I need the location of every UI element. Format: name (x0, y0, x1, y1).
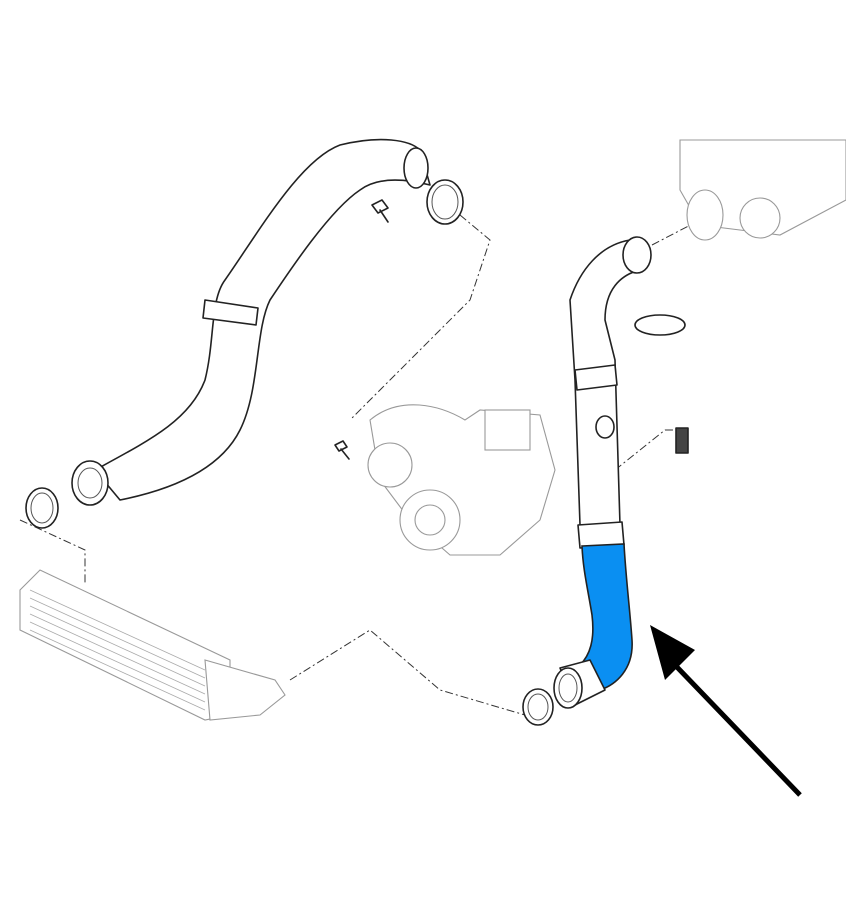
bolts (334, 199, 689, 460)
upper-charge-pipe (71, 138, 431, 506)
right-charge-pipe (569, 236, 652, 549)
turbocharger (367, 404, 556, 556)
hose-clamp (634, 314, 686, 336)
throttle-housing (679, 139, 846, 241)
intercooler (19, 569, 286, 721)
leader-lines (19, 214, 701, 716)
seal-rings (25, 179, 554, 726)
lower-pipe-connector (553, 659, 606, 709)
pointer-arrow-icon (650, 625, 802, 797)
